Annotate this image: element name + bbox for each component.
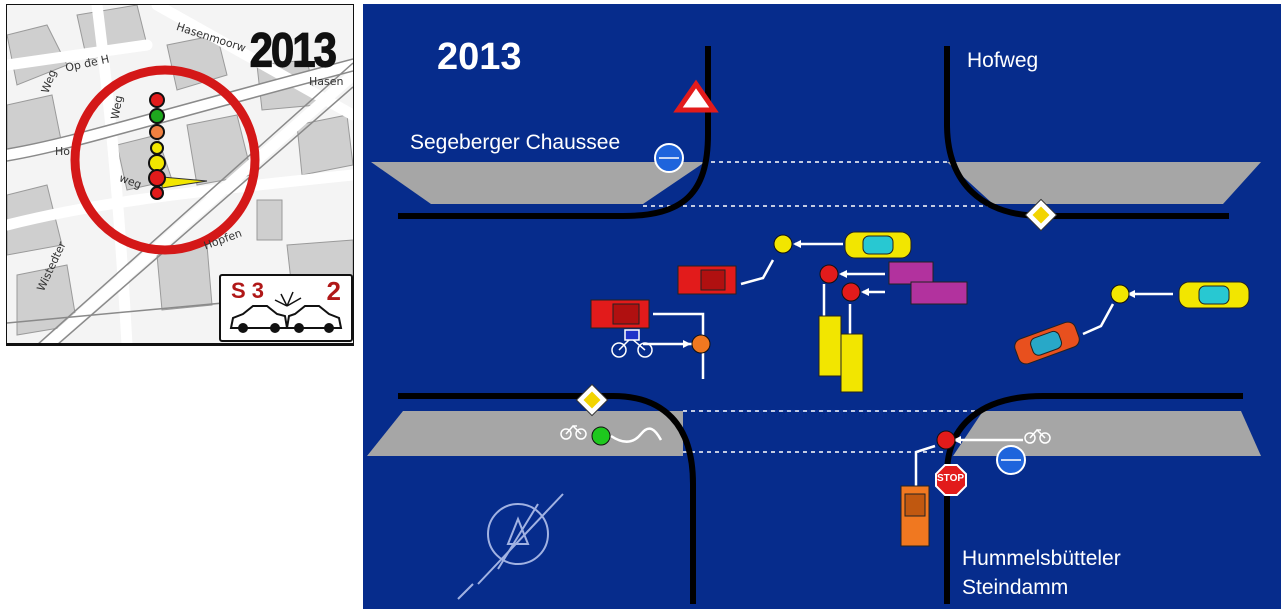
- road-label-hummelsbutteler: Hummelsbütteler: [962, 547, 1121, 570]
- accident-category-code: S 3: [231, 278, 265, 303]
- bike-path-sign-nw: [654, 143, 684, 173]
- intersection-diagram: 2013 Hofweg Segeberger Chaussee Hummelsb…: [363, 4, 1281, 609]
- accident-marker: [773, 234, 793, 254]
- stop-sign: [935, 464, 967, 496]
- accident-marker: [591, 426, 611, 446]
- bicycle-icon: [560, 424, 587, 440]
- accident-marker: [819, 264, 839, 284]
- road-label-steindamm: Steindamm: [962, 576, 1069, 599]
- accident-marker: [691, 334, 711, 354]
- street-label: Hasen: [309, 75, 344, 88]
- street-map: [7, 5, 353, 343]
- bike-lane-north-east: [947, 162, 1261, 204]
- accident-dot: [148, 154, 166, 172]
- bike-path-sign-se: [996, 445, 1026, 475]
- map-year: 2013: [249, 22, 337, 78]
- accident-dot: [149, 124, 165, 140]
- accident-marker: [936, 430, 956, 450]
- location-map-panel: Hasenmoorw Hasen Op de H Weg Weg weg Ho …: [6, 4, 354, 346]
- accident-marker: [841, 282, 861, 302]
- accident-dot: [150, 141, 164, 155]
- accident-location-circle: [70, 65, 260, 255]
- accident-dot: [149, 108, 165, 124]
- accident-dot: [149, 92, 165, 108]
- truck-icon: [840, 333, 864, 393]
- bike-lane-north-west: [371, 162, 705, 204]
- accident-count: 2: [326, 276, 341, 306]
- bike-lane-south-east: [953, 411, 1261, 456]
- accident-type-legend: S 3 2: [219, 274, 353, 342]
- road-label-segeberger-chaussee: Segeberger Chaussee: [410, 131, 621, 154]
- intersection-drawing: [367, 46, 1261, 604]
- street-label: Ho: [55, 145, 71, 158]
- priority-road-sign-sw: [575, 383, 609, 417]
- truck-icon: [888, 261, 934, 285]
- yield-sign: [673, 79, 719, 113]
- accident-dot-stack: [148, 92, 166, 200]
- accident-dot: [150, 186, 164, 200]
- road-label-hofweg: Hofweg: [967, 49, 1039, 72]
- diagram-year: 2013: [437, 36, 522, 78]
- collision-icon: [229, 291, 343, 333]
- stop-sign-text: STOP: [937, 473, 965, 484]
- accident-markers: [591, 234, 1130, 450]
- truck-icon: [818, 315, 842, 377]
- motorcycle-icon: [611, 329, 653, 358]
- bicycle-icon: [1024, 428, 1051, 444]
- vehicles: [590, 231, 1250, 547]
- arrow-heads: [683, 240, 1135, 444]
- priority-road-sign-ne: [1024, 198, 1058, 232]
- compass-icon: [457, 493, 564, 600]
- accident-marker: [1110, 284, 1130, 304]
- truck-icon: [910, 281, 968, 305]
- bike-lane-south-west: [367, 411, 683, 456]
- accident-dot: [148, 169, 166, 187]
